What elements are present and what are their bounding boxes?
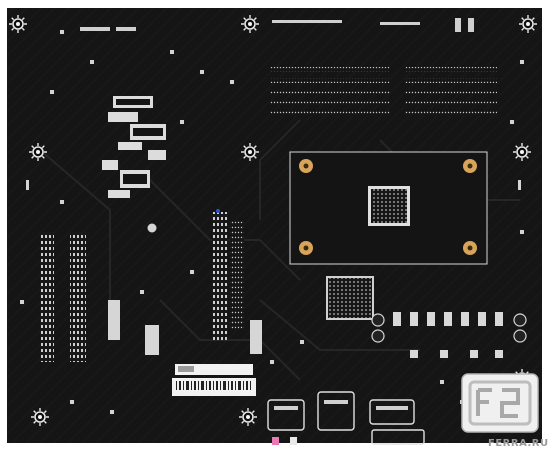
dimm-pin-strips [270,67,497,116]
io-connector-outlines [267,391,425,445]
ferra-logo [461,373,539,433]
serial-sticker [172,364,256,396]
vrm-capacitor-row [371,313,527,343]
watermark-text: FERRA.RU [488,438,549,449]
pcie-pin-columns [40,212,244,362]
